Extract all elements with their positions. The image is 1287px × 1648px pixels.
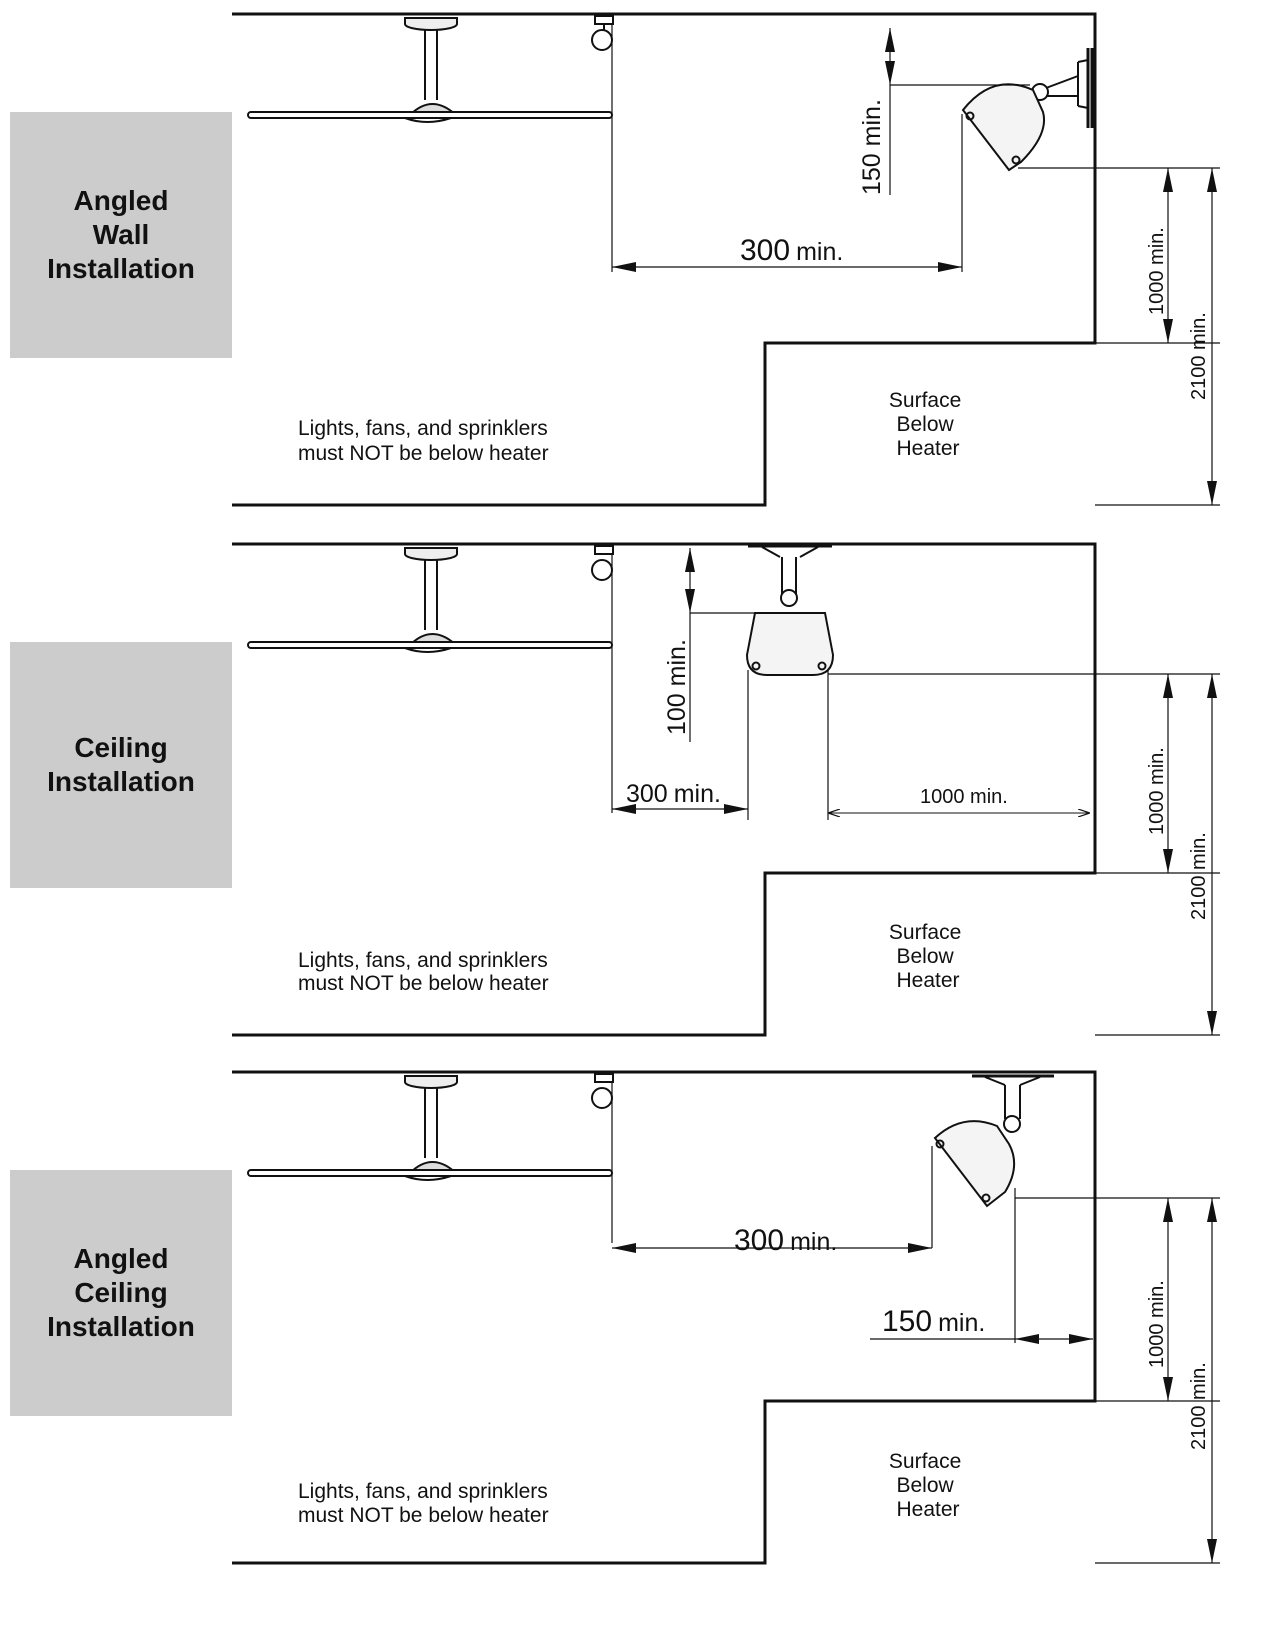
room-outline (232, 1070, 1097, 1565)
panel-angled-ceiling: Angled Ceiling Installation (0, 1058, 1287, 1614)
title-block: Ceiling Installation (10, 642, 232, 888)
wall-bracket-arm (1077, 59, 1089, 109)
title-line: Angled (73, 1243, 169, 1274)
title-line: Installation (47, 253, 195, 284)
fan-downrod (424, 30, 438, 100)
ceiling-bracket-arm (761, 546, 819, 595)
notice-text: Lights, fans, and sprinklers must NOT be… (298, 1480, 554, 1527)
pivot-joint (780, 589, 798, 607)
dim-top-clearance: 150 min. (858, 99, 886, 195)
room-outline (232, 12, 1097, 507)
fan-blade (247, 641, 613, 649)
dim-floor-height: 2100 min. (1188, 312, 1210, 400)
fan-canopy (404, 547, 458, 561)
title-line: Installation (47, 1311, 195, 1342)
pivot-joint (1003, 1115, 1021, 1133)
dim-floor-height: 2100 min. (1188, 832, 1210, 920)
heater-screw (981, 1193, 991, 1203)
dim-surface-height: 1000 min. (1146, 227, 1168, 315)
title-line: Angled (73, 185, 169, 216)
light-bulb (591, 1087, 613, 1109)
heater-screw (751, 661, 761, 671)
title-line: Installation (47, 766, 195, 797)
title-line: Ceiling (74, 732, 168, 763)
wall-bracket-plate (1086, 48, 1094, 128)
dim-top-clearance: 100 min. (663, 639, 691, 735)
heater-screw (935, 1139, 945, 1149)
heater-body (745, 612, 835, 676)
dim-floor-height: 2100 min. (1188, 1362, 1210, 1450)
bracket-link (1045, 75, 1079, 97)
dim-surface-height: 1000 min. (1146, 1280, 1168, 1368)
heater-body (933, 1120, 1016, 1208)
title-line: Wall (92, 219, 150, 250)
heater-screw (965, 111, 975, 121)
fan-blade (247, 1169, 613, 1177)
surface-label: Surface Below Heater (889, 389, 967, 460)
ceiling-bracket-arm (984, 1076, 1041, 1119)
light-bulb (591, 559, 613, 581)
surface-label: Surface Below Heater (889, 1450, 967, 1521)
notice-text: Lights, fans, and sprinklers must NOT be… (298, 949, 554, 995)
dim-wall-clearance: 1000 min. (920, 786, 1008, 808)
fan-downrod (424, 560, 438, 630)
surface-label: Surface Below Heater (889, 921, 967, 992)
fan-canopy (404, 17, 458, 31)
title-block: Angled Wall Installation (10, 112, 232, 358)
light-fitting (594, 15, 614, 25)
heater-body (961, 83, 1045, 172)
fan-downrod (424, 1088, 438, 1158)
heater-screw (817, 661, 827, 671)
notice-text: Lights, fans, and sprinklers must NOT be… (298, 417, 554, 465)
panel-angled-wall: Angled Wall Installation (0, 0, 1287, 556)
fan-blade (247, 111, 613, 119)
light-bulb (591, 29, 613, 51)
title-block: Angled Ceiling Installation (10, 1170, 232, 1416)
panel-ceiling: Ceiling Installation (0, 530, 1287, 1086)
dim-surface-height: 1000 min. (1146, 747, 1168, 835)
fan-blade-curve (404, 117, 452, 123)
light-fitting (594, 1073, 614, 1083)
title-line: Ceiling (74, 1277, 168, 1308)
light-fitting (594, 545, 614, 555)
fan-canopy (404, 1075, 458, 1089)
room-outline (232, 542, 1097, 1037)
heater-screw (1011, 155, 1021, 165)
